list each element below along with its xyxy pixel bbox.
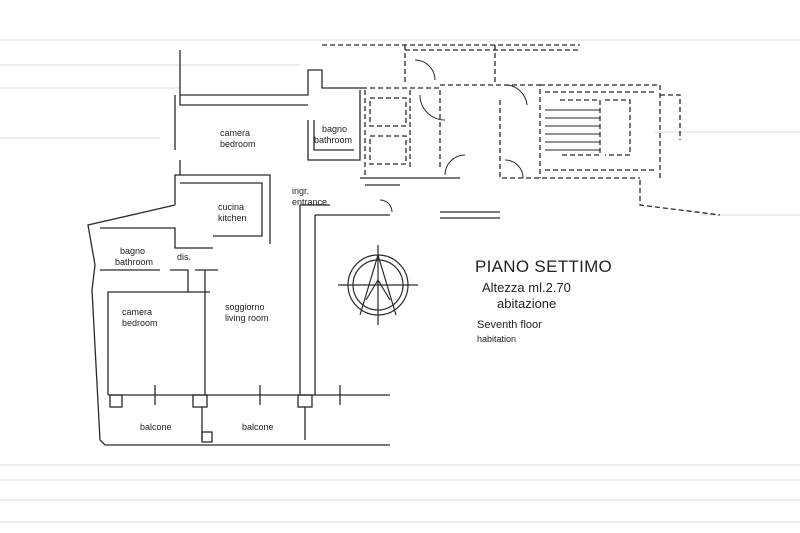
use-en: habitation xyxy=(477,334,517,344)
north-arrow-icon xyxy=(338,245,418,325)
balcony-structure xyxy=(109,385,341,443)
background-lines xyxy=(0,39,800,523)
room-label-balcone-right: balcone xyxy=(242,422,274,432)
room-label-balcone-left: balcone xyxy=(140,422,172,432)
use-it: abitazione xyxy=(497,296,557,311)
service-core xyxy=(322,44,721,216)
apartment-walls xyxy=(87,50,500,446)
room-label-ingresso: ingr.entrance xyxy=(292,186,328,207)
floor-title-it: PIANO SETTIMO xyxy=(475,257,613,276)
door-swings xyxy=(379,59,528,213)
stair-treads xyxy=(545,109,600,151)
ceiling-height: Altezza ml.2.70 xyxy=(482,280,571,295)
room-label-disimpegno: dis. xyxy=(177,252,192,262)
floor-title-en: Seventh floor xyxy=(477,319,542,331)
